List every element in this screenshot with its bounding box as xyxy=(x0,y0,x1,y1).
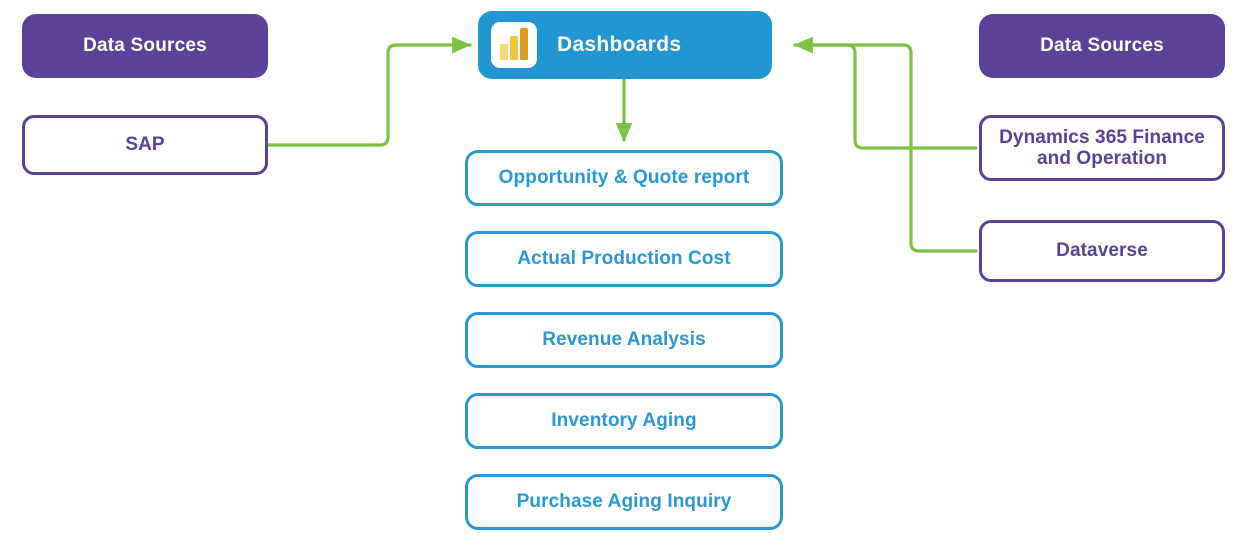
power-bi-icon-bar-1 xyxy=(500,44,508,60)
power-bi-icon xyxy=(491,22,537,68)
connector-dynamics-to-dashboards xyxy=(793,36,978,150)
source-box-dynamics-365[interactable]: Dynamics 365 Finance and Operation xyxy=(979,115,1225,181)
report-box-inventory-aging-label: Inventory Aging xyxy=(551,410,697,431)
left-data-sources-header-label: Data Sources xyxy=(83,35,207,56)
source-box-sap[interactable]: SAP xyxy=(22,115,268,175)
right-data-sources-header-label: Data Sources xyxy=(1040,35,1164,56)
report-box-purchase-aging-inquiry[interactable]: Purchase Aging Inquiry xyxy=(465,474,783,530)
dashboards-label: Dashboards xyxy=(557,33,682,56)
source-box-dataverse-label: Dataverse xyxy=(1056,240,1148,262)
power-bi-icon-bars xyxy=(500,28,528,60)
source-box-dynamics-365-label: Dynamics 365 Finance and Operation xyxy=(999,126,1205,169)
right-data-sources-header: Data Sources xyxy=(979,14,1225,78)
power-bi-icon-bar-2 xyxy=(510,36,518,60)
report-box-opportunity-quote[interactable]: Opportunity & Quote report xyxy=(465,150,783,206)
report-box-actual-production-cost[interactable]: Actual Production Cost xyxy=(465,231,783,287)
power-bi-icon-bar-3 xyxy=(520,28,528,60)
left-data-sources-header: Data Sources xyxy=(22,14,268,78)
report-box-inventory-aging[interactable]: Inventory Aging xyxy=(465,393,783,449)
source-box-dataverse[interactable]: Dataverse xyxy=(979,220,1225,282)
report-box-actual-production-cost-label: Actual Production Cost xyxy=(517,248,731,269)
report-box-revenue-analysis[interactable]: Revenue Analysis xyxy=(465,312,783,368)
report-box-revenue-analysis-label: Revenue Analysis xyxy=(542,329,706,350)
connector-dataverse-to-dashboards xyxy=(793,43,978,253)
report-box-purchase-aging-inquiry-label: Purchase Aging Inquiry xyxy=(516,491,732,512)
connector-sap-to-dashboards xyxy=(266,36,472,147)
dashboards-box[interactable]: Dashboards xyxy=(478,11,772,79)
report-box-opportunity-quote-label: Opportunity & Quote report xyxy=(498,167,750,188)
source-box-sap-label: SAP xyxy=(125,134,165,156)
